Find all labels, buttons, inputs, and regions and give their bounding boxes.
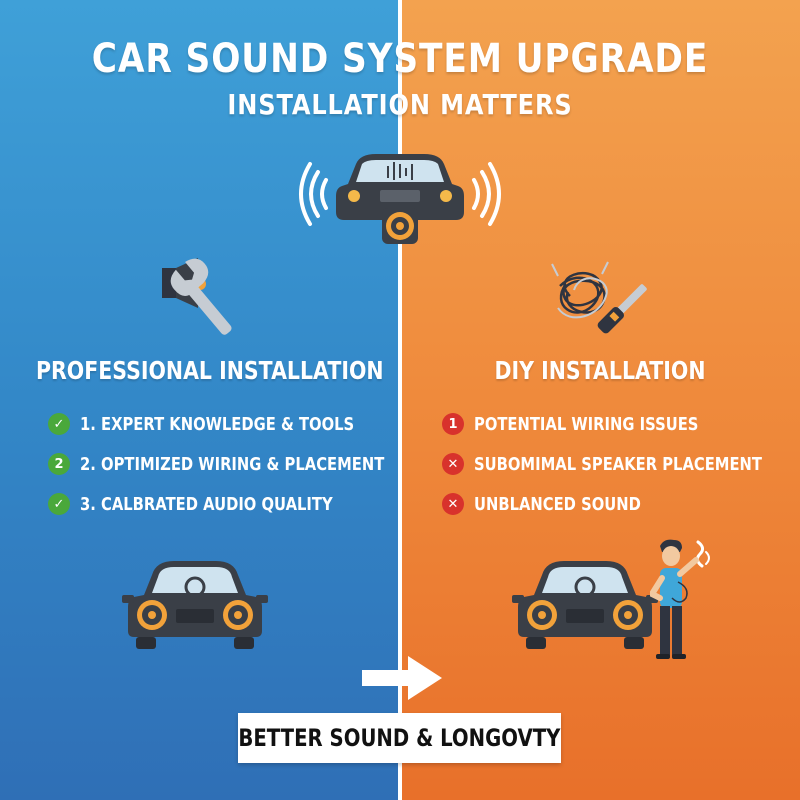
diy-panel	[400, 0, 800, 800]
list-item: ✓1. EXPERT KNOWLEDGE & TOOLS	[48, 404, 451, 444]
number-badge: 2	[48, 453, 70, 475]
x-icon: ✕	[442, 453, 464, 475]
car-front-icon	[122, 561, 268, 649]
center-divider	[398, 0, 402, 800]
list-item: ✓3. CALBRATED AUDIO QUALITY	[48, 484, 451, 524]
tangled-wires-screwdriver-icon	[551, 261, 647, 334]
check-icon: ✓	[48, 413, 70, 435]
speaker-wrench-icon	[162, 258, 232, 335]
banner-text: BETTER SOUND & LONGOVTY	[238, 724, 561, 752]
conclusion-banner: BETTER SOUND & LONGOVTY	[238, 713, 561, 763]
car-front-icon	[512, 561, 658, 649]
check-icon: ✓	[48, 493, 70, 515]
number-badge: 1	[442, 413, 464, 435]
professional-panel	[0, 0, 400, 800]
list-item: ✕UNBLANCED SOUND	[442, 484, 800, 524]
professional-heading: PROFESSIONAL INSTALLATION	[36, 356, 384, 385]
diy-heading: DIY INSTALLATION	[494, 356, 706, 385]
x-icon: ✕	[442, 493, 464, 515]
page-title: CAR SOUND SYSTEM UPGRADE	[91, 36, 709, 82]
car-audio-icon	[299, 154, 501, 244]
frustrated-person-icon	[650, 539, 710, 659]
arrow-right-icon	[362, 656, 442, 700]
page-subtitle: INSTALLATION MATTERS	[227, 88, 573, 121]
list-item: ✕SUBOMIMAL SPEAKER PLACEMENT	[442, 444, 800, 484]
